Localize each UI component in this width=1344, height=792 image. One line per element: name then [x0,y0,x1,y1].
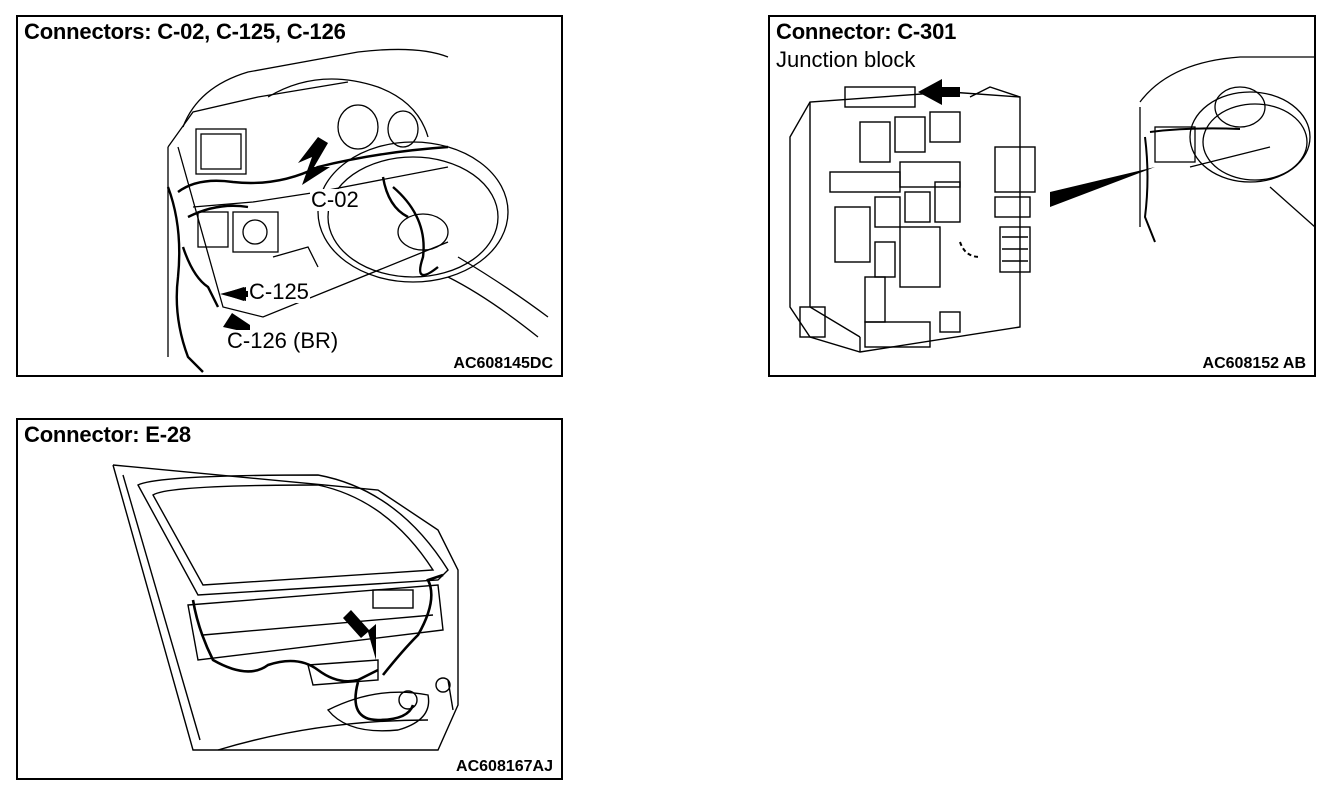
instrument-panel-illustration [166,48,549,373]
panel-subtitle: Junction block [776,47,916,72]
panel-title: Connector: E-28 [24,422,191,447]
door-illustration [112,464,459,751]
panel-title: Connectors: C-02, C-125, C-126 [24,19,346,44]
figure-code: AC608145DC [453,355,553,372]
arrow-c301-icon [918,79,960,105]
junction-block-illustration [789,56,1314,353]
arrow-e28-icon [343,610,376,660]
panel-title: Connector: C-301 [776,19,957,44]
label-c125: C-125 [248,279,310,304]
panel-junction-block: Connector: C-301 Junction block AC608152… [768,15,1316,377]
panel-instrument-connectors: Connectors: C-02, C-125, C-126 C-02 C-12… [16,15,563,377]
label-c02: C-02 [310,187,360,212]
figure-code: AC608152 AB [1202,355,1306,372]
arrow-c02-icon [298,137,330,185]
panel-door-connector: Connector: E-28 AC608167AJ [16,418,563,780]
pointer-wedge-icon [1050,167,1155,207]
label-c126: C-126 (BR) [226,328,340,353]
figure-code: AC608167AJ [456,758,553,775]
